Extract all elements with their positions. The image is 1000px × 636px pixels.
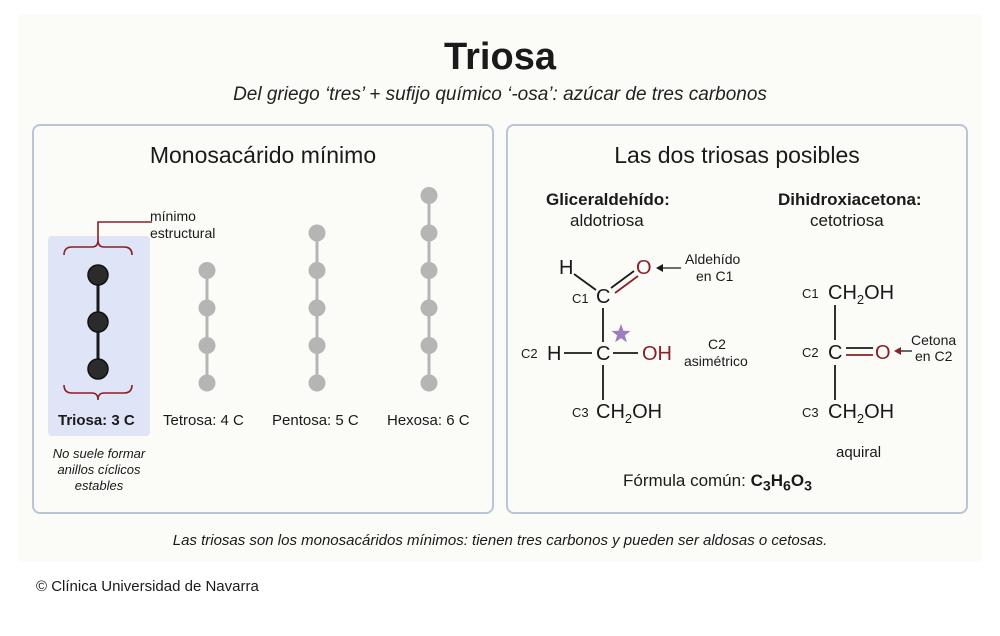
dihydroxyacetone-structure: C1 CH2OH C2 C O Cetona en C2 C3 CH2OH bbox=[802, 282, 956, 426]
carbon-chains bbox=[87, 187, 438, 392]
gly-c1-label: C1 bbox=[572, 291, 589, 306]
carbon-bead bbox=[420, 187, 438, 204]
carbon-bead bbox=[308, 337, 326, 354]
carbon-bead bbox=[198, 374, 216, 392]
dha-c3-label: C3 bbox=[802, 405, 819, 420]
carbon-bead bbox=[420, 374, 438, 392]
achiral-label: aquiral bbox=[836, 444, 882, 461]
dha-c1-label: C1 bbox=[802, 286, 819, 301]
page-title: Triosa bbox=[444, 36, 556, 78]
dha-bottom-group: CH2OH bbox=[828, 401, 894, 426]
gly-h2-atom: H bbox=[547, 343, 561, 365]
glyceraldehyde-name: Gliceraldehído: bbox=[546, 190, 670, 209]
dihydroxyacetone-name: Dihidroxiacetona: bbox=[778, 190, 922, 209]
carbon-bead bbox=[198, 262, 216, 279]
page-subtitle: Del griego ‘tres’ + sufijo químico ‘-osa… bbox=[233, 84, 767, 105]
dihydroxyacetone-type: cetotriosa bbox=[810, 211, 884, 230]
chain-label-triose: Triosa: 3 C bbox=[58, 412, 135, 429]
glyceraldehyde-structure: H C C1 O Aldehído en C1 C2 H C OH C2 asi… bbox=[521, 251, 748, 426]
cyclic-note-line1: No suele formar bbox=[52, 446, 146, 461]
minimum-annotation-line1: mínimo bbox=[150, 208, 196, 224]
cyclic-note-line3: estables bbox=[74, 478, 124, 493]
carbon-bead bbox=[420, 337, 438, 354]
carbon-bead bbox=[308, 224, 326, 242]
gly-oh-group: OH bbox=[642, 343, 672, 365]
ketone-note-line2: en C2 bbox=[915, 348, 953, 364]
gly-ch2oh-group: CH2OH bbox=[596, 401, 662, 426]
carbon-bead bbox=[308, 262, 326, 279]
top-brace-pointer bbox=[97, 221, 152, 240]
aldehyde-note-line1: Aldehído bbox=[685, 251, 740, 267]
carbon-bead bbox=[308, 299, 326, 317]
minimum-annotation-line2: estructural bbox=[150, 225, 216, 241]
gly-c1-atom: C bbox=[596, 286, 610, 308]
chain-label-pentose: Pentosa: 5 C bbox=[272, 412, 359, 429]
gly-c2-label: C2 bbox=[521, 346, 538, 361]
carbon-bead bbox=[87, 311, 109, 333]
ketone-note-line1: Cetona bbox=[911, 332, 956, 348]
asym-note-line1: C2 bbox=[708, 336, 726, 352]
chain-label-hexose: Hexosa: 6 C bbox=[387, 412, 470, 429]
formula-row: Fórmula común: C3H6O3 bbox=[623, 471, 812, 494]
chain-label-tetrose: Tetrosa: 4 C bbox=[163, 412, 244, 429]
monosaccharide-panel-title: Monosacárido mínimo bbox=[149, 142, 377, 168]
copyright: © Clínica Universidad de Navarra bbox=[36, 578, 259, 595]
carbon-bead bbox=[87, 358, 109, 380]
gly-c3-label: C3 bbox=[572, 405, 589, 420]
carbon-bead bbox=[198, 337, 216, 354]
carbon-bead bbox=[420, 299, 438, 317]
monosaccharide-panel: Monosacárido mínimo mínimo estructural T… bbox=[32, 124, 494, 514]
dha-c2-atom: C bbox=[828, 342, 842, 364]
formula-label: Fórmula común: bbox=[623, 471, 746, 490]
carbon-bead bbox=[87, 264, 109, 286]
aldehyde-note-line2: en C1 bbox=[696, 268, 734, 284]
top-brace bbox=[63, 239, 133, 256]
triose-types-panel-title: Las dos triosas posibles bbox=[614, 142, 860, 168]
cyclic-note-line2: anillos cíclicos bbox=[57, 462, 141, 477]
carbon-bead bbox=[198, 299, 216, 317]
formula-value: C3H6O3 bbox=[750, 471, 812, 495]
glyceraldehyde-type: aldotriosa bbox=[570, 211, 644, 230]
asymmetric-star-icon bbox=[611, 324, 631, 343]
gly-c2-atom: C bbox=[596, 343, 610, 365]
gly-h-atom: H bbox=[559, 257, 573, 279]
dha-top-group: CH2OH bbox=[828, 282, 894, 307]
bottom-brace bbox=[63, 384, 133, 401]
carbon-bead bbox=[420, 224, 438, 242]
dha-c2-label: C2 bbox=[802, 345, 819, 360]
dha-o-atom: O bbox=[875, 342, 891, 364]
footer-note: Las triosas son los monosacáridos mínimo… bbox=[172, 532, 828, 549]
carbon-bead bbox=[420, 262, 438, 279]
carbon-bead bbox=[308, 374, 326, 392]
gly-o-atom: O bbox=[636, 257, 652, 279]
triose-types-panel: Las dos triosas posibles bbox=[506, 124, 968, 514]
asym-note-line2: asimétrico bbox=[684, 353, 748, 369]
